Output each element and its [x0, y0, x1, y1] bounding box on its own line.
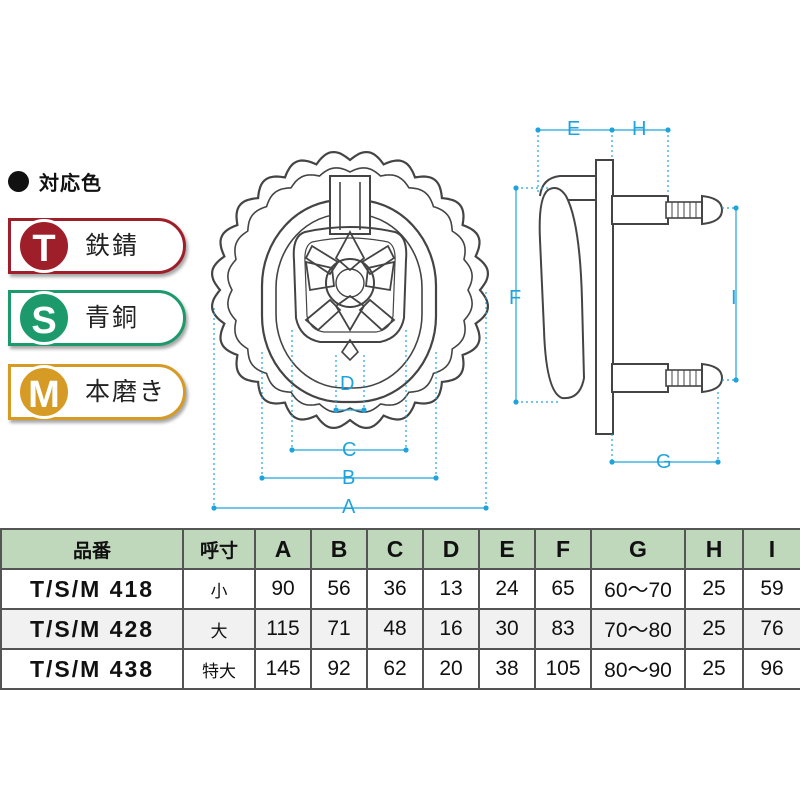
table-cell: 25: [684, 648, 744, 690]
upper-post: [611, 195, 669, 225]
color-option-seido: S 青銅: [8, 290, 186, 346]
bullet-dot-icon: [8, 170, 29, 192]
side-view-drawing: [538, 159, 724, 435]
color-option-tetsusabi: T 鉄錆: [8, 218, 186, 274]
ring-mount-block: [329, 175, 371, 235]
header-cell: E: [478, 528, 536, 570]
dimension-lines: [213, 129, 737, 510]
table-row: T/S/M 438 特大 145 92 62 20 38 105 80〜90 2…: [0, 648, 800, 690]
technical-drawing: [210, 127, 739, 511]
table-cell: 65: [534, 568, 592, 610]
table-cell: 70〜80: [590, 608, 686, 650]
dim-label-c: C: [342, 439, 357, 461]
spec-table: 品番 呼寸 A B C D E F G H I T/S/M 418 小 90 5…: [0, 528, 800, 690]
dim-label-h: H: [632, 118, 647, 140]
table-cell: 25: [684, 568, 744, 610]
dim-label-i: I: [731, 287, 737, 309]
dim-label-b: B: [342, 467, 356, 489]
base-plate: [595, 159, 614, 435]
table-cell: 48: [366, 608, 424, 650]
table-cell: 83: [534, 608, 592, 650]
lower-screw: [665, 362, 724, 394]
size-cell: 特大: [182, 648, 256, 690]
dimension-end-dots: [211, 127, 739, 511]
dim-label-d: D: [340, 373, 355, 395]
table-header-row: 品番 呼寸 A B C D E F G H I: [0, 528, 800, 570]
size-cell: 大: [182, 608, 256, 650]
header-cell: C: [366, 528, 424, 570]
header-cell: 呼寸: [182, 528, 256, 570]
table-cell: 24: [478, 568, 536, 610]
table-cell: 30: [478, 608, 536, 650]
legend-title-label: 対応色: [39, 170, 102, 195]
rosette-inner-outline: [227, 167, 473, 413]
table-cell: 96: [742, 648, 800, 690]
table-cell: 62: [366, 648, 424, 690]
header-cell: G: [590, 528, 686, 570]
table-cell: 13: [422, 568, 480, 610]
color-badge-s: S: [17, 291, 71, 345]
header-cell: I: [742, 528, 800, 570]
table-cell: 25: [684, 608, 744, 650]
ornament-frame: [292, 226, 408, 343]
table-row: T/S/M 418 小 90 56 36 13 24 65 60〜70 25 5…: [0, 568, 800, 610]
dim-label-g: G: [656, 451, 672, 473]
color-label-honmigaki: 本磨き: [85, 377, 167, 406]
table-cell: 56: [310, 568, 368, 610]
rosette-outer-outline: [210, 150, 490, 430]
table-cell: 80〜90: [590, 648, 686, 690]
table-cell: 76: [742, 608, 800, 650]
table-cell: 59: [742, 568, 800, 610]
dim-label-e: E: [567, 118, 581, 140]
upper-screw: [665, 194, 724, 226]
color-label-seido: 青銅: [85, 303, 140, 332]
header-cell: A: [254, 528, 312, 570]
color-badge-t: T: [17, 219, 71, 273]
table-cell: 145: [254, 648, 312, 690]
table-cell: 38: [478, 648, 536, 690]
table-cell: 16: [422, 608, 480, 650]
header-cell: H: [684, 528, 744, 570]
table-cell: 105: [534, 648, 592, 690]
size-cell: 小: [182, 568, 256, 610]
header-cell: 品番: [0, 528, 184, 570]
table-cell: 115: [254, 608, 312, 650]
dim-label-a: A: [342, 496, 356, 518]
table-cell: 20: [422, 648, 480, 690]
model-number-cell: T/S/M 418: [0, 568, 184, 610]
dim-label-f: F: [509, 287, 522, 309]
table-cell: 36: [366, 568, 424, 610]
color-option-honmigaki: M 本磨き: [8, 364, 186, 420]
lower-post: [611, 363, 669, 393]
table-cell: 60〜70: [590, 568, 686, 610]
table-cell: 71: [310, 608, 368, 650]
table-cell: 90: [254, 568, 312, 610]
table-cell: 92: [310, 648, 368, 690]
handle-ring-inner: [275, 213, 423, 389]
color-legend-title: 対応色: [8, 166, 102, 196]
header-cell: D: [422, 528, 480, 570]
table-row: T/S/M 428 大 115 71 48 16 30 83 70〜80 25 …: [0, 608, 800, 650]
flower-ornament: [304, 230, 396, 362]
header-cell: B: [310, 528, 368, 570]
front-view-drawing: [210, 150, 490, 430]
color-label-tetsusabi: 鉄錆: [85, 231, 140, 260]
color-badge-m: M: [17, 365, 71, 419]
model-number-cell: T/S/M 428: [0, 608, 184, 650]
model-number-cell: T/S/M 438: [0, 648, 184, 690]
handle-profile: [538, 187, 586, 400]
header-cell: F: [534, 528, 592, 570]
